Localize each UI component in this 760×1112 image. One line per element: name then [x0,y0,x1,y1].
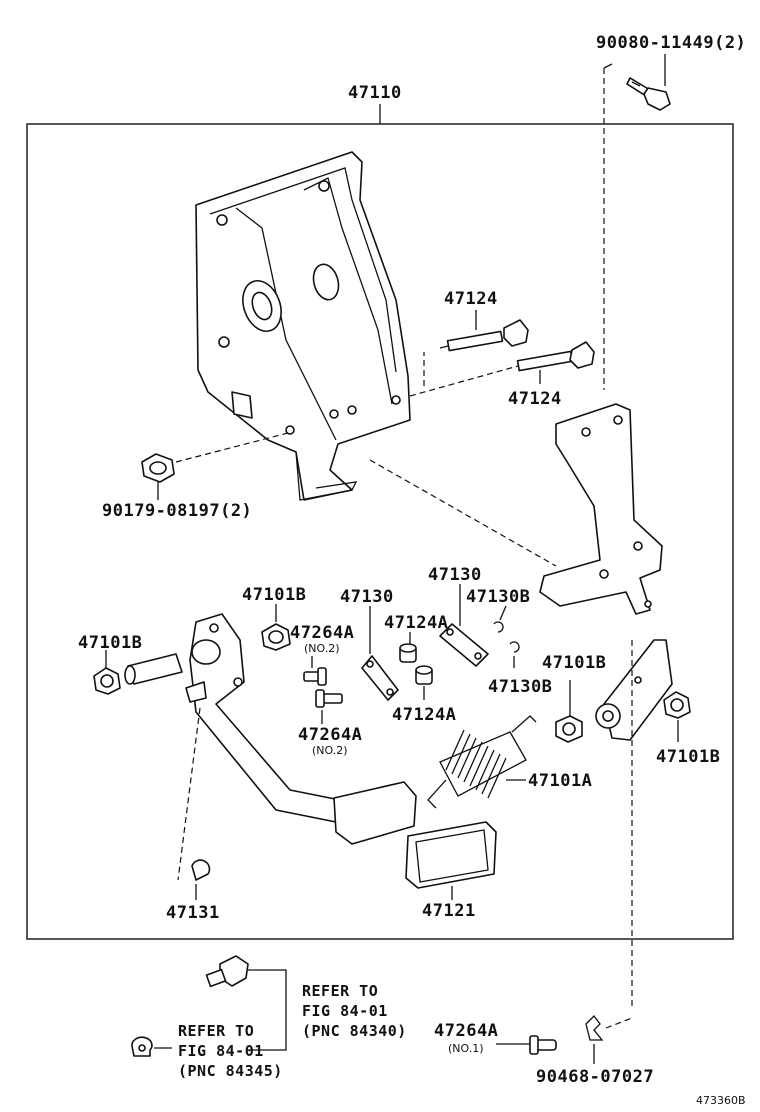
pedal-stop-lever [595,639,673,741]
brake-pedal-arm [185,613,341,823]
pin-bottom-icon[interactable] [529,1035,557,1055]
clip-upper-icon[interactable] [493,621,504,633]
side-bracket [539,403,663,615]
label-pin-bottom: 47264A [434,1021,498,1041]
upper-bolt-icon[interactable] [439,319,529,352]
link-a-icon[interactable] [361,655,399,701]
pin-lower-icon[interactable] [315,689,343,708]
grommet-icon[interactable] [131,1036,153,1057]
right-bushing-b-icon[interactable] [663,691,691,719]
inner-bushing-icon[interactable] [261,623,291,651]
label-collar-lower: 47124A [392,705,456,725]
ref2-line2: FIG 84-01 [178,1042,264,1060]
label-assembly: 47110 [348,83,402,103]
top-bolt-icon[interactable] [626,77,671,111]
figure-code: 473360B [696,1094,746,1107]
label-bolt-upper: 47124 [444,289,498,309]
label-bushing-right-b: 47101B [656,747,720,767]
label-stopper: 47131 [166,903,220,923]
collar-lower-icon[interactable] [415,665,433,685]
collar-upper-icon[interactable] [399,643,417,663]
label-pin-lower-sub: (NO.2) [312,744,348,757]
label-nut: 90179-08197(2) [102,501,252,521]
label-clip-upper: 47130B [466,587,530,607]
pedal-pad-icon[interactable] [405,821,497,889]
left-bushing-icon[interactable] [93,667,121,695]
hair-pin-clip-icon[interactable] [585,1015,604,1041]
link-b-icon[interactable] [439,623,489,667]
ref2-line1: REFER TO [178,1022,254,1040]
right-bushing-a-icon[interactable] [555,715,583,743]
label-clip-bottom: 90468-07027 [536,1067,654,1087]
pedal-pad-plate [333,781,417,845]
label-pad: 47121 [422,901,476,921]
lower-bolt-icon[interactable] [516,341,595,372]
nut-icon[interactable] [141,453,175,483]
label-bolt-top: 90080-11449(2) [596,33,746,53]
label-link-b: 47130 [428,565,482,585]
ref1-line1: REFER TO [302,982,378,1000]
label-collar-upper: 47124A [384,613,448,633]
label-bushing-left-inner: 47101B [242,585,306,605]
label-bushing-right-a: 47101B [542,653,606,673]
stop-lamp-switch-icon[interactable] [205,955,249,988]
label-spring: 47101A [528,771,592,791]
label-pin-upper-sub: (NO.2) [304,642,340,655]
label-bushing-left-outer: 47101B [78,633,142,653]
clip-lower-icon[interactable] [509,641,520,653]
label-bolt-lower: 47124 [508,389,562,409]
label-pin-lower: 47264A [298,725,362,745]
pin-upper-icon[interactable] [303,667,327,686]
ref2-line3: (PNC 84345) [178,1062,283,1080]
ref1-line3: (PNC 84340) [302,1022,407,1040]
stopper-icon[interactable] [191,859,211,881]
label-clip-lower: 47130B [488,677,552,697]
label-pin-bottom-sub: (NO.1) [448,1042,484,1055]
label-pin-upper: 47264A [290,623,354,643]
label-link-a: 47130 [340,587,394,607]
ref1-line2: FIG 84-01 [302,1002,388,1020]
pedal-support-bracket [195,151,411,501]
pivot-collar-icon[interactable] [124,653,183,685]
return-spring-icon[interactable] [427,715,537,809]
